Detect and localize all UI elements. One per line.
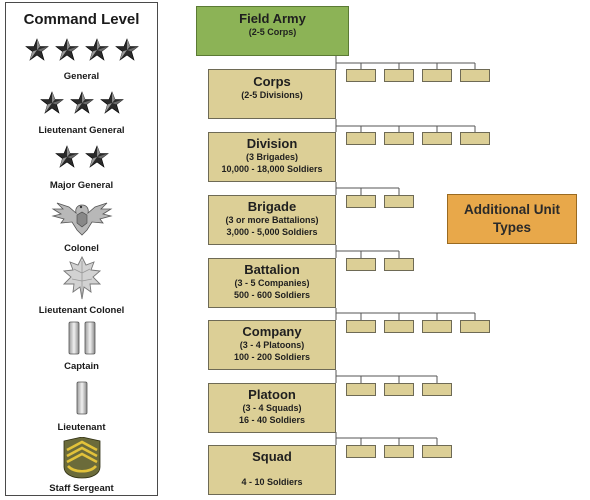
- subunit-box: [346, 132, 376, 145]
- rank-label-lieutenant-colonel: Lieutenant Colonel: [38, 305, 125, 316]
- subunit-box: [422, 69, 452, 82]
- unit-box-brigade: Brigade (3 or more Battalions) 3,000 - 5…: [208, 195, 336, 245]
- unit-soldiers: 500 - 600 Soldiers: [233, 290, 311, 300]
- unit-box-battalion: Battalion (3 - 5 Companies) 500 - 600 So…: [208, 258, 336, 308]
- unit-box-company: Company (3 - 4 Platoons) 100 - 200 Soldi…: [208, 320, 336, 370]
- subunit-box: [346, 383, 376, 396]
- rank-label-major-general: Major General: [49, 180, 114, 191]
- unit-name: Squad: [252, 449, 292, 464]
- subunit-box: [346, 69, 376, 82]
- unit-box-squad: Squad 4 - 10 Soldiers: [208, 445, 336, 495]
- subunit-box: [384, 258, 414, 271]
- unit-detail: (3 or more Battalions): [225, 215, 319, 225]
- panel-title: Command Level: [23, 11, 140, 28]
- unit-name: Brigade: [247, 199, 297, 214]
- subunit-box: [346, 320, 376, 333]
- unit-box-field-army: Field Army (2-5 Corps): [196, 6, 349, 56]
- unit-soldiers: 100 - 200 Soldiers: [233, 352, 311, 362]
- rank-label-captain: Captain: [64, 361, 99, 372]
- unit-box-division: Division (3 Brigades) 10,000 - 18,000 So…: [208, 132, 336, 182]
- unit-name: Company: [242, 324, 302, 339]
- unit-name: Battalion: [244, 262, 300, 277]
- unit-name: Division: [246, 136, 298, 151]
- unit-detail: (2-5 Corps): [248, 27, 297, 37]
- oak-leaf-icon: [6, 255, 157, 301]
- subunit-box: [460, 320, 490, 333]
- eagle-insignia-icon: [6, 197, 157, 237]
- unit-box-corps: Corps (2-5 Divisions): [208, 69, 336, 119]
- subunit-box: [422, 383, 452, 396]
- subunit-box: [384, 445, 414, 458]
- single-bar-icon: [6, 381, 157, 415]
- unit-soldiers: 16 - 40 Soldiers: [238, 415, 306, 425]
- unit-detail: [209, 464, 335, 476]
- unit-soldiers: 10,000 - 18,000 Soldiers: [221, 164, 323, 174]
- subunit-box: [460, 132, 490, 145]
- unit-name: Field Army: [239, 11, 306, 26]
- unit-detail: (3 Brigades): [245, 152, 298, 162]
- additional-line-2: Types: [492, 220, 531, 235]
- subunit-box: [422, 320, 452, 333]
- rank-label-general: General: [63, 71, 100, 82]
- rank-label-staff-sergeant: Staff Sergeant: [49, 483, 114, 494]
- subunit-box: [346, 445, 376, 458]
- unit-soldiers: 3,000 - 5,000 Soldiers: [226, 227, 318, 237]
- unit-detail: (3 - 4 Squads): [242, 403, 302, 413]
- subunit-box: [346, 195, 376, 208]
- unit-detail: (3 - 4 Platoons): [239, 340, 305, 350]
- subunit-box: [346, 258, 376, 271]
- additional-unit-types-box: Additional Unit Types: [447, 194, 577, 244]
- subunit-box: [460, 69, 490, 82]
- subunit-box: [384, 383, 414, 396]
- subunit-box: [384, 132, 414, 145]
- subunit-box: [422, 445, 452, 458]
- subunit-box: [384, 195, 414, 208]
- unit-name: Platoon: [248, 387, 296, 402]
- rank-label-lieutenant-general: Lieutenant General: [38, 125, 125, 136]
- unit-detail: (3 - 5 Companies): [234, 278, 310, 288]
- unit-box-platoon: Platoon (3 - 4 Squads) 16 - 40 Soldiers: [208, 383, 336, 433]
- unit-detail: (2-5 Divisions): [241, 90, 303, 100]
- chevron-rockers-icon: [6, 437, 157, 479]
- unit-soldiers: 4 - 10 Soldiers: [241, 477, 303, 487]
- two-bars-icon: [6, 321, 157, 355]
- subunit-box: [384, 320, 414, 333]
- subunit-box: [384, 69, 414, 82]
- subunit-box: [422, 132, 452, 145]
- unit-name: Corps: [253, 74, 291, 89]
- rank-label-lieutenant: Lieutenant: [57, 422, 106, 433]
- additional-line-1: Additional Unit: [464, 202, 560, 217]
- rank-label-colonel: Colonel: [64, 243, 99, 254]
- command-level-panel: Command Level General Lieutenan: [5, 2, 158, 496]
